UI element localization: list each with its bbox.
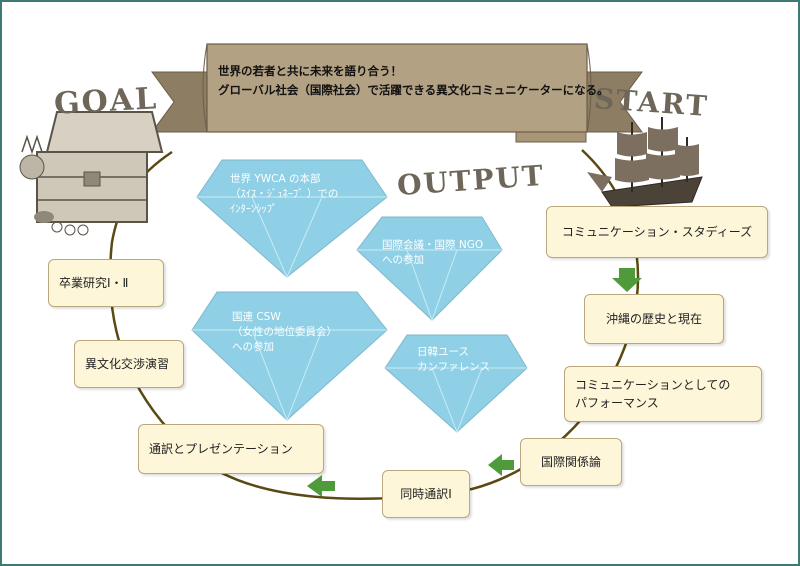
output-diamond-3 [191,291,388,421]
arrow-left-icon [488,454,514,476]
step-graduation-research: 卒業研究Ⅰ・Ⅱ [48,259,164,307]
step-simultaneous-interp: 同時通訳Ⅰ [382,470,470,518]
sailing-ship-icon [587,117,703,208]
step-international-relations: 国際関係論 [520,438,622,486]
banner-line-1: 世界の若者と共に未来を語り合う！ [218,64,402,78]
step-communication-studies: コミュニケーション・スタディーズ [546,206,768,258]
output-label-ywca: 世界 YWCA の本部 （ｽｲｽ・ｼﾞｭﾈｰﾌﾞ ）での ｲﾝﾀｰﾝｼｯﾌﾟ [230,173,339,216]
treasure-chest-icon [19,111,164,236]
step-okinawa-history: 沖縄の歴史と現在 [584,294,724,344]
cycle-path [108,149,639,500]
arrow-left-icon [307,475,335,497]
step-cross-cultural-negotiation: 異文化交渉演習 [74,340,184,388]
output-label-ngo: 国際会議・国際 NGO への参加 [382,239,484,267]
output-diamond-1 [196,159,388,278]
banner-text: 世界の若者と共に未来を語り合う！ グローバル社会（国際社会）で活躍できる異文化コ… [218,62,609,100]
output-diamond-2 [356,216,503,321]
goal-word: GOAL [53,81,159,122]
output-diamond-4 [384,334,528,433]
output-label-csw: 国連 CSW （女性の地位委員会） への参加 [232,311,337,354]
banner-line-2: グローバル社会（国際社会）で活躍できる異文化コミュニケーターになる。 [218,82,609,97]
step-interp-presentation: 通訳とプレゼンテーション [138,424,324,474]
step-performance: コミュニケーションとしての パフォーマンス [564,366,762,422]
banner-ribbon [151,43,643,143]
output-label-youth: 日韓ユース カンファレンス [417,346,490,374]
arrow-down-icon [612,268,642,292]
